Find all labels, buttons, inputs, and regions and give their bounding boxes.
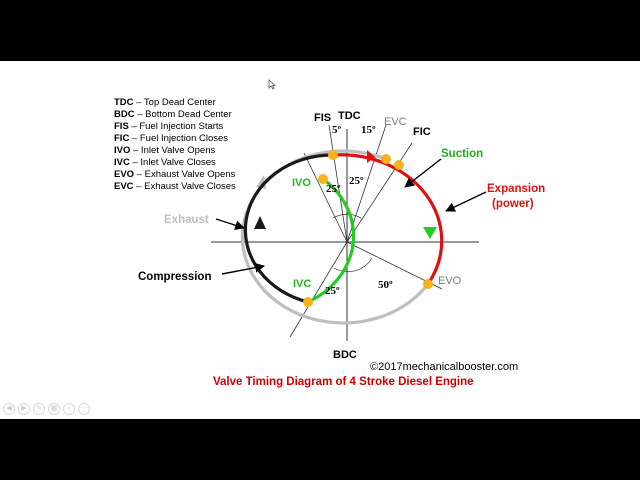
evo-label: EVO bbox=[438, 275, 462, 287]
evo-point bbox=[423, 279, 433, 289]
next-slide-icon[interactable]: ▶ bbox=[18, 403, 30, 415]
legend-item-evo: EVO – Exhaust Valve Opens bbox=[114, 169, 236, 180]
fic-label: FIC bbox=[413, 126, 431, 138]
expansion-arrow bbox=[367, 150, 375, 163]
legend-item-fis: FIS – Fuel Injection Starts bbox=[114, 121, 224, 132]
legend-item-ivc: IVC – Inlet Valve Closes bbox=[114, 157, 216, 168]
expansion-pointer bbox=[445, 191, 487, 212]
fic-point bbox=[394, 160, 404, 170]
ivo-label: IVO bbox=[292, 177, 311, 189]
expansion-arc bbox=[332, 153, 444, 285]
legend-item-fic: FIC – Fuel Injection Closes bbox=[114, 133, 229, 144]
legend-item-ivo: IVO – Inlet Valve Opens bbox=[114, 145, 216, 156]
bdc-label: BDC bbox=[333, 349, 357, 361]
tdc-angle-arc bbox=[332, 213, 362, 219]
ivo-point bbox=[318, 174, 328, 184]
ivc-point bbox=[303, 297, 313, 307]
valve-timing-diagram: FIS TDC EVC FIC IVO IVC EVO BDC 5º 15º 2… bbox=[138, 110, 545, 388]
legend-item-bdc: BDC – Bottom Dead Center bbox=[114, 109, 232, 120]
more-options-icon[interactable]: ⋯ bbox=[78, 403, 90, 415]
suction-arc bbox=[307, 177, 356, 304]
evo-angle: 50º bbox=[378, 279, 393, 291]
exhaust-label: Exhaust bbox=[164, 214, 209, 226]
evc-label: EVC bbox=[384, 116, 407, 128]
tdc-ivo-angle: 25º bbox=[326, 183, 341, 195]
diagram-title: Valve Timing Diagram of 4 Stroke Diesel … bbox=[213, 376, 474, 388]
fis-angle: 5º bbox=[332, 124, 342, 136]
power-label: (power) bbox=[492, 198, 534, 210]
legend-item-evc: EVC – Exhaust Valve Closes bbox=[114, 181, 236, 192]
suction-arrow bbox=[423, 227, 437, 239]
legend: TDC – Top Dead Center BDC – Bottom Dead … bbox=[114, 97, 236, 193]
compression-arrow bbox=[254, 216, 266, 229]
fic-line bbox=[346, 142, 413, 243]
ivc-label: IVC bbox=[293, 278, 311, 290]
pen-icon[interactable]: ✎ bbox=[33, 403, 45, 415]
bdc-angle-arc bbox=[333, 257, 373, 273]
evc-tdc-angle: 15º bbox=[361, 124, 376, 136]
legend-item-tdc: TDC – Top Dead Center bbox=[114, 97, 216, 108]
ivc-line bbox=[289, 241, 348, 338]
fis-point bbox=[328, 150, 338, 160]
compression-pointer bbox=[221, 262, 265, 275]
mouse-cursor-icon bbox=[268, 79, 276, 90]
compression-label: Compression bbox=[138, 271, 212, 283]
slide: TDC – Top Dead Center BDC – Bottom Dead … bbox=[0, 61, 640, 419]
slideshow-controls: ◀ ▶ ✎ ▦ ⌕ ⋯ bbox=[3, 403, 90, 415]
evc-point bbox=[381, 154, 391, 164]
zoom-icon[interactable]: ⌕ bbox=[63, 403, 75, 415]
copyright-text: ©2017mechanicalbooster.com bbox=[370, 361, 518, 373]
ivc-angle: 25º bbox=[325, 285, 340, 297]
fis-line bbox=[328, 124, 348, 243]
slides-grid-icon[interactable]: ▦ bbox=[48, 403, 60, 415]
suction-label: Suction bbox=[441, 148, 483, 160]
exhaust-arc bbox=[240, 149, 430, 325]
suction-pointer bbox=[404, 158, 442, 188]
compression-arc bbox=[243, 153, 334, 304]
tdc-label: TDC bbox=[338, 110, 361, 122]
ivo-top-angle: 25º bbox=[349, 175, 364, 187]
fis-label: FIS bbox=[314, 112, 331, 124]
exhaust-pointer bbox=[215, 218, 245, 230]
previous-slide-icon[interactable]: ◀ bbox=[3, 403, 15, 415]
ivo-line bbox=[303, 152, 348, 243]
expansion-label: Expansion bbox=[487, 183, 545, 195]
